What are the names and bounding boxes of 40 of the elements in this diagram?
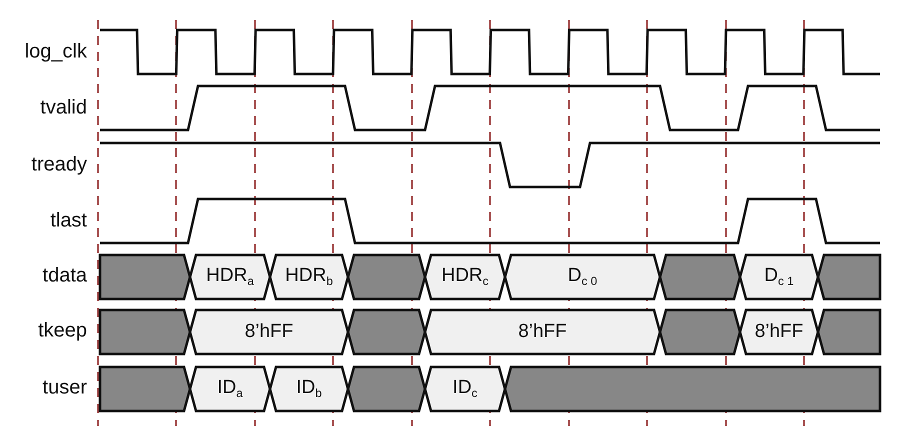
segment-label: 8’hFF (518, 321, 567, 343)
idle-segment (348, 255, 425, 299)
idle-segment (100, 255, 190, 299)
idle-segment (660, 255, 740, 299)
data-segment (505, 255, 660, 299)
segment-label: 8’hFF (244, 321, 294, 343)
data-segment (270, 255, 348, 299)
signal-name: tlast (50, 210, 87, 232)
idle-segment (348, 367, 425, 411)
data-segment (190, 310, 348, 354)
idle-segment (100, 367, 190, 411)
segment-label: HDR$_{c}$ (441, 265, 489, 289)
segment-label: ID$_{a}$ (217, 377, 243, 401)
idle-segment (100, 310, 190, 354)
signal-name: tvalid (40, 96, 87, 120)
data-segment (190, 367, 270, 411)
data-segment (270, 367, 348, 411)
segment-label: HDR$_{a}$ (206, 265, 254, 289)
idle-segment (818, 310, 880, 354)
data-segment (740, 310, 818, 354)
idle-segment (660, 310, 740, 354)
idle-segment (505, 367, 880, 411)
segment-label: ID$_{b}$ (296, 377, 322, 401)
data-segment (425, 367, 505, 411)
data-segment (425, 310, 660, 354)
segment-label: ID$_{c}$ (452, 377, 478, 401)
signal-name: log_clk (24, 40, 87, 64)
idle-segment (348, 310, 425, 354)
data-segment (190, 255, 270, 299)
segment-label: HDR$_{b}$ (285, 265, 333, 289)
signal-name: tdata (42, 264, 87, 288)
data-segment (425, 255, 505, 299)
signal-name: tready (31, 154, 87, 176)
data-segment (740, 255, 818, 299)
signal-name: tuser (42, 376, 87, 400)
segment-label: 8’hFF (754, 321, 804, 343)
segment-label: D$_{c 0}$ (568, 265, 598, 289)
idle-segment (818, 255, 880, 299)
signal-name: tkeep (38, 320, 87, 342)
segment-label: D$_{c 1}$ (764, 265, 794, 289)
